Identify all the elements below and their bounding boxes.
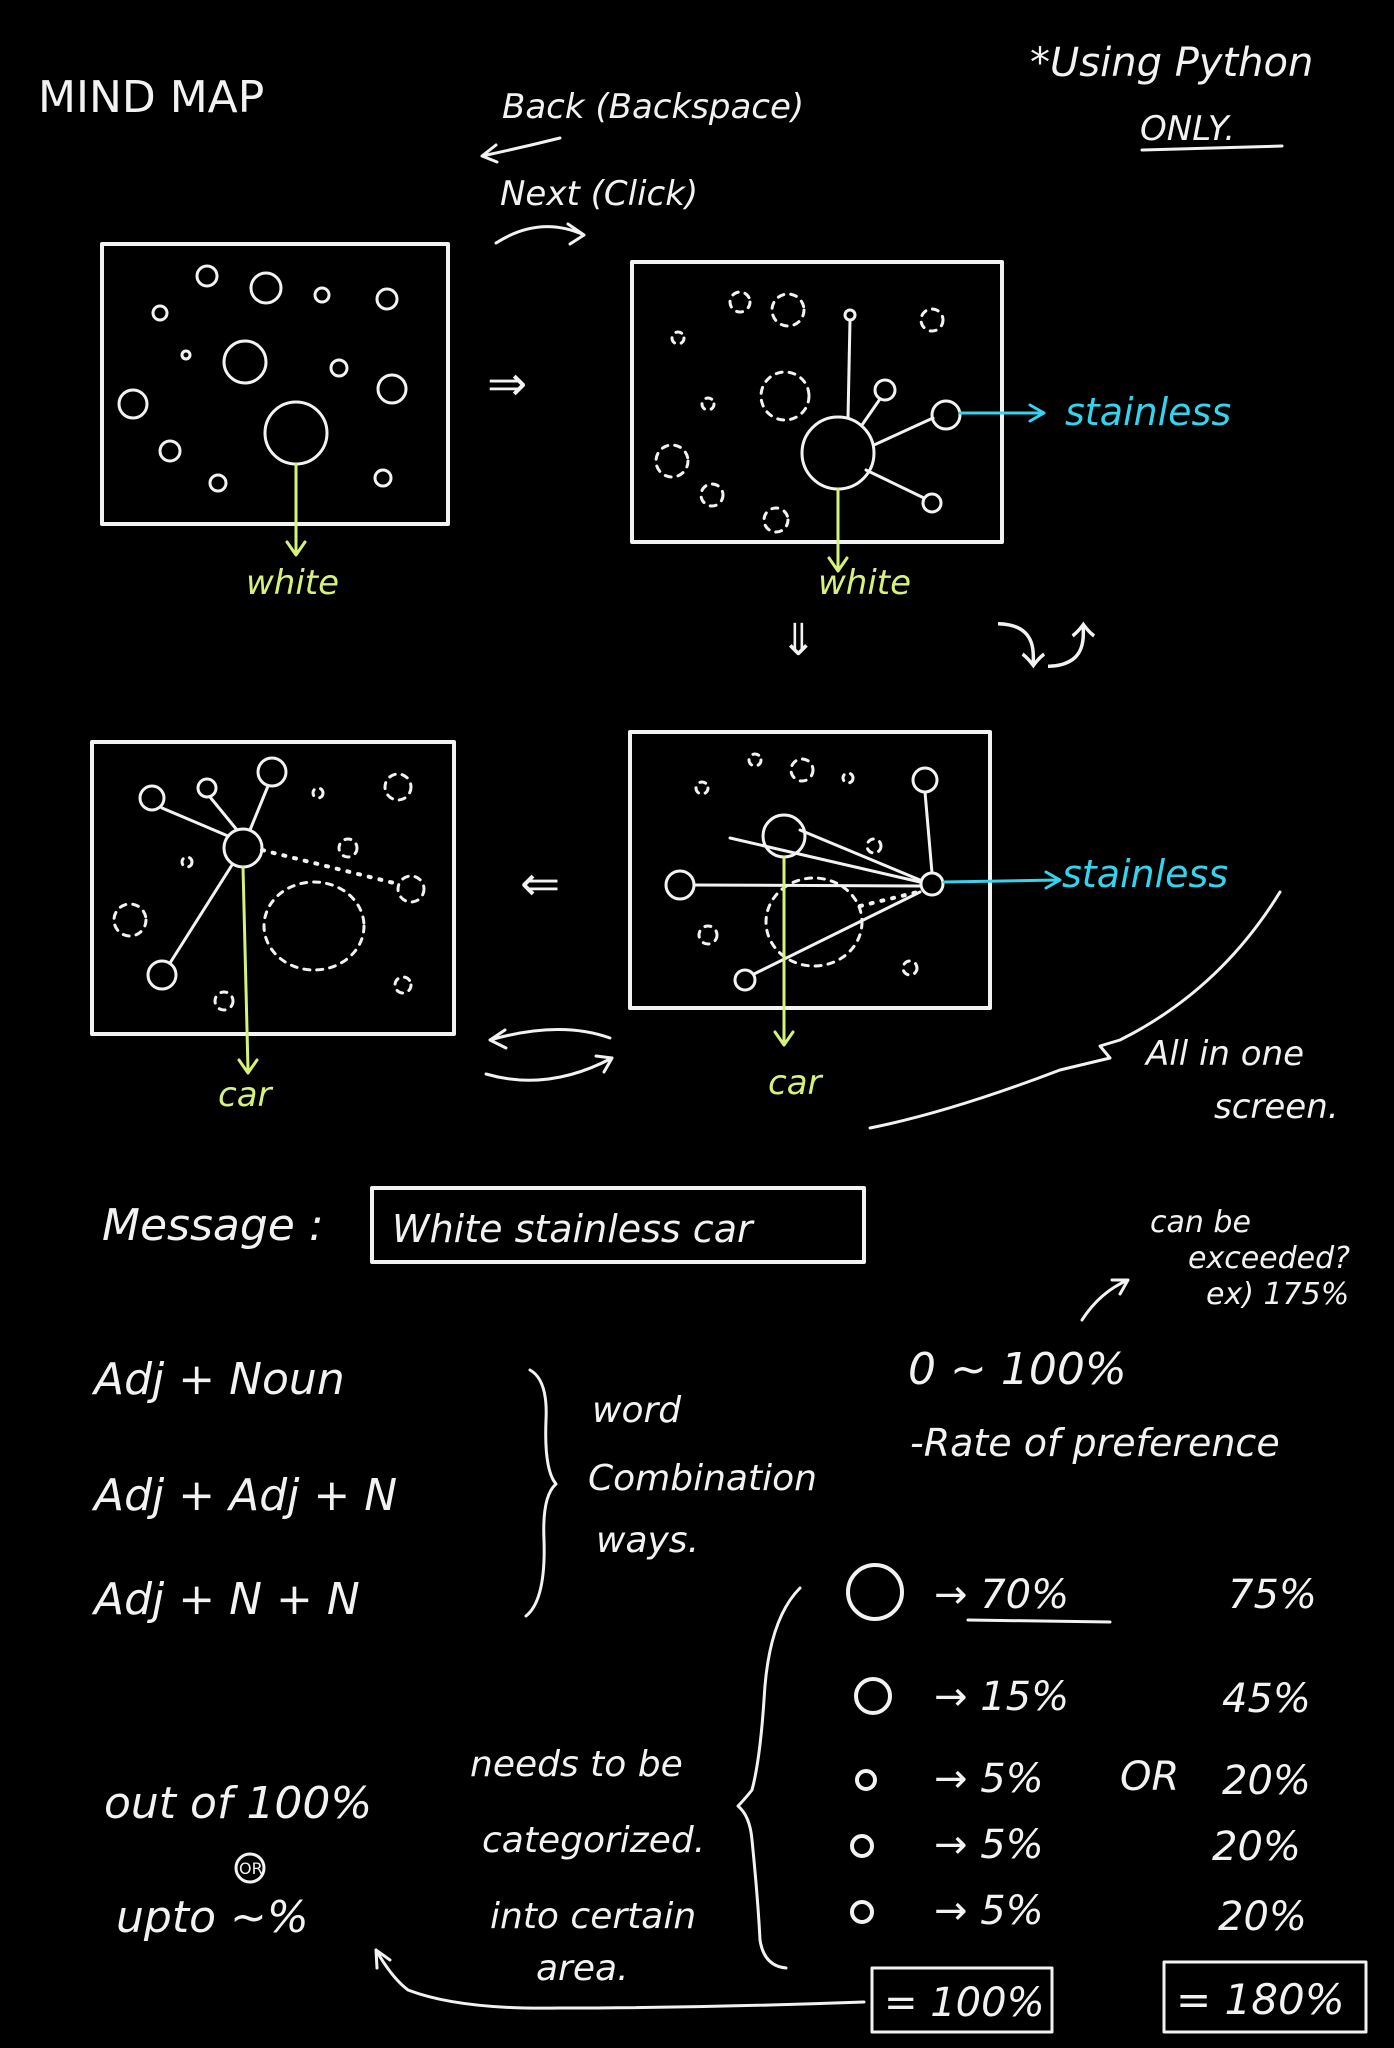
page-title: MIND MAP [38,72,264,123]
pref-total-right: = 180% [1176,1975,1345,2024]
arrow-left-icon: ⇐ [520,856,560,912]
exceed-note-1: can be [1150,1205,1251,1240]
circle-size-2-icon [854,1677,892,1715]
needs-line-3: into certain [490,1896,696,1937]
nav-next: Next (Click) [500,174,698,214]
label-white-2: white [818,563,911,603]
all-one-screen-line-1: All in one [1144,1034,1304,1074]
note-underline [1140,144,1284,152]
exceed-note-3: ex) 175% [1206,1277,1349,1312]
needs-line-2: categorized. [482,1820,705,1861]
circle-size-4-icon [850,1834,874,1858]
python-note-emphasis: ONLY. [1140,109,1235,149]
label-car-2: car [768,1063,824,1103]
pref-row-1-right: 75% [1228,1572,1317,1618]
pref-total-left: = 100% [884,1980,1045,2026]
label-car-1: car [218,1075,274,1115]
back-arrow-icon [480,136,562,164]
combo-row-2: Adj + Adj + N [91,1470,397,1521]
pref-row-1-underline [966,1618,1112,1624]
combo-note-3: ways. [596,1520,699,1561]
out-of-label: out of 100% [104,1778,372,1829]
label-stainless-2: stainless [1062,852,1228,896]
exceed-arrow-icon [1080,1278,1130,1322]
combo-row-3: Adj + N + N [91,1574,360,1625]
or-badge-circle [234,1852,266,1884]
pref-row-2-right: 45% [1222,1676,1311,1722]
nav-back: Back (Backspace) [502,87,804,127]
pref-row-4-right: 20% [1212,1824,1301,1870]
pref-row-2-left: → 15% [934,1674,1069,1720]
total-right-box [1162,1960,1368,2034]
combo-brace [524,1368,558,1618]
updown-arrow-icon: ⤵⤴ [996,618,1096,676]
label-stainless-1: stainless [1065,390,1231,434]
message-field [370,1186,866,1264]
pref-row-5-right: 20% [1218,1894,1307,1940]
or-badge-text: OR [239,1859,263,1878]
circle-size-5-icon [850,1900,874,1924]
arrow-right-icon: ⇒ [487,356,527,412]
total-left-box [870,1966,1054,2034]
pref-row-3-right: 20% [1222,1758,1311,1804]
message-label: Message : [102,1200,324,1251]
all-one-screen-bracket [868,890,1282,1130]
upto-label: upto ~% [116,1892,309,1943]
needs-line-1: needs to be [470,1744,683,1785]
needs-line-4: area. [536,1948,629,1989]
message-value: White stainless car [392,1207,755,1251]
pref-or-label: OR [1120,1754,1179,1800]
all-one-screen-line-2: screen. [1214,1087,1339,1127]
swap-arrow-top-icon [488,1028,612,1050]
pref-row-5-left: → 5% [934,1888,1044,1934]
preference-label: -Rate of preference [910,1421,1280,1465]
python-note: *Using Python [1030,40,1313,86]
next-arrow-icon [494,222,586,246]
label-white-1: white [246,563,339,603]
circle-size-3-icon [855,1769,877,1791]
frame-4 [628,730,1062,1047]
combo-row-1: Adj + Noun [91,1354,345,1405]
frame-1 [100,242,450,557]
pref-row-3-left: → 5% [934,1756,1044,1802]
preference-range: 0 ~ 100% [908,1344,1127,1395]
pref-row-1-left: → 70% [934,1572,1069,1618]
return-arrow-icon [374,1948,866,2010]
combo-note-2: Combination [588,1458,817,1499]
preference-brace [736,1586,802,1970]
pref-row-4-left: → 5% [934,1822,1044,1868]
arrow-down-icon: ⇓ [780,615,817,666]
frame-3 [90,740,456,1075]
frame-2 [630,260,1046,573]
swap-arrow-bottom-icon [484,1054,614,1082]
exceed-note-2: exceeded? [1188,1241,1350,1276]
combo-note-1: word [592,1390,682,1431]
circle-size-1-icon [846,1563,904,1621]
